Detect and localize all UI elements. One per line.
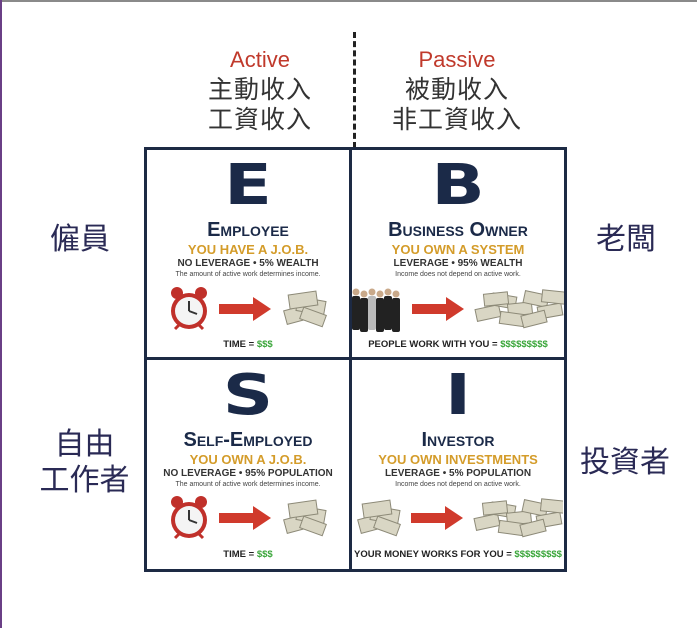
quadrant-illustration — [147, 285, 349, 337]
arrow-right-icon — [412, 296, 464, 326]
quadrant-leverage: LEVERAGE • 95% WEALTH — [393, 258, 523, 269]
clock-icon — [167, 494, 211, 547]
money-pile-icon — [471, 496, 567, 545]
arrow-right-icon — [219, 296, 271, 326]
footer-money: $$$ — [256, 339, 273, 350]
quadrant-note: Income does not depend on active work. — [395, 271, 521, 278]
passive-zh-2: 非工資收入 — [391, 106, 522, 134]
quadrant-subtitle: YOU HAVE A J.O.B. — [187, 242, 309, 257]
quadrant-title: Employee — [207, 219, 289, 241]
quadrant-leverage: NO LEVERAGE • 5% WEALTH — [177, 258, 319, 269]
active-zh-1: 主動收入 — [207, 76, 312, 104]
quadrant-letter: I — [444, 362, 472, 428]
quadrant-footer: PEOPLE WORK WITH YOU = $$$$$$$$$ — [352, 339, 564, 351]
footer-text: YOUR MONEY WORKS FOR YOU = — [354, 548, 515, 560]
arrow-right-icon — [219, 506, 271, 535]
footer-money: $$$ — [256, 548, 273, 560]
quadrant-illustration — [352, 495, 567, 547]
side-self-line1: 自由 — [54, 428, 115, 461]
quadrant-note: Income does not depend on active work. — [395, 480, 521, 488]
footer-money: $$$$$$$$$ — [514, 548, 562, 560]
quadrant-footer: TIME = $$$ — [147, 339, 349, 351]
quadrant-note: The amount of active work determines inc… — [175, 480, 321, 488]
footer-text: TIME = — [223, 548, 257, 560]
passive-header: Passive 被動收入 非工資收入 — [377, 45, 537, 135]
quadrant-title: Self-Employed — [183, 428, 313, 451]
footer-text: PEOPLE WORK WITH YOU = — [368, 339, 501, 350]
people-icon — [352, 284, 404, 339]
quadrant-note: The amount of active work determines inc… — [175, 271, 321, 278]
money-icon — [353, 498, 403, 543]
side-owner: 老闆 — [596, 223, 656, 256]
active-passive-divider — [353, 32, 356, 148]
left-border — [0, 0, 2, 628]
side-self-employed: 自由 工作者 — [32, 427, 137, 499]
quadrant-footer: TIME = $$$ — [147, 549, 349, 561]
footer-money: $$$$$$$$$ — [500, 339, 548, 350]
active-zh-2: 工資收入 — [207, 106, 312, 134]
quadrant-subtitle: YOU OWN INVESTMENTS — [378, 451, 538, 467]
active-header: Active 主動收入 工資收入 — [180, 45, 340, 135]
quadrant-title: Business Owner — [388, 219, 528, 241]
quadrant-letter: E — [224, 153, 272, 218]
quadrant-illustration — [147, 495, 349, 547]
money-icon — [279, 289, 329, 334]
arrow-right-icon — [411, 506, 463, 535]
side-self-line2: 工作者 — [39, 464, 130, 497]
quadrant-letter: S — [222, 362, 274, 428]
money-pile-icon — [472, 287, 568, 336]
quadrant-leverage: NO LEVERAGE • 95% POPULATION — [163, 467, 333, 479]
active-label: Active — [230, 47, 290, 72]
side-investor: 投資者 — [580, 446, 670, 479]
top-border — [0, 0, 697, 2]
passive-zh-1: 被動收入 — [404, 76, 509, 104]
quadrant-subtitle: YOU OWN A SYSTEM — [391, 242, 525, 257]
money-icon — [279, 498, 329, 543]
clock-icon — [167, 285, 211, 338]
quadrant-illustration — [352, 284, 568, 339]
quadrant-letter: B — [431, 153, 485, 218]
passive-label: Passive — [418, 47, 496, 72]
side-employee: 僱員 — [50, 223, 110, 256]
quadrant-footer: YOUR MONEY WORKS FOR YOU = $$$$$$$$$ — [352, 549, 564, 561]
quadrant-subtitle: YOU OWN A J.O.B. — [189, 451, 307, 467]
quadrant-title: Investor — [421, 428, 495, 451]
quadrant-leverage: LEVERAGE • 5% POPULATION — [384, 467, 532, 479]
footer-text: TIME = — [223, 339, 257, 350]
